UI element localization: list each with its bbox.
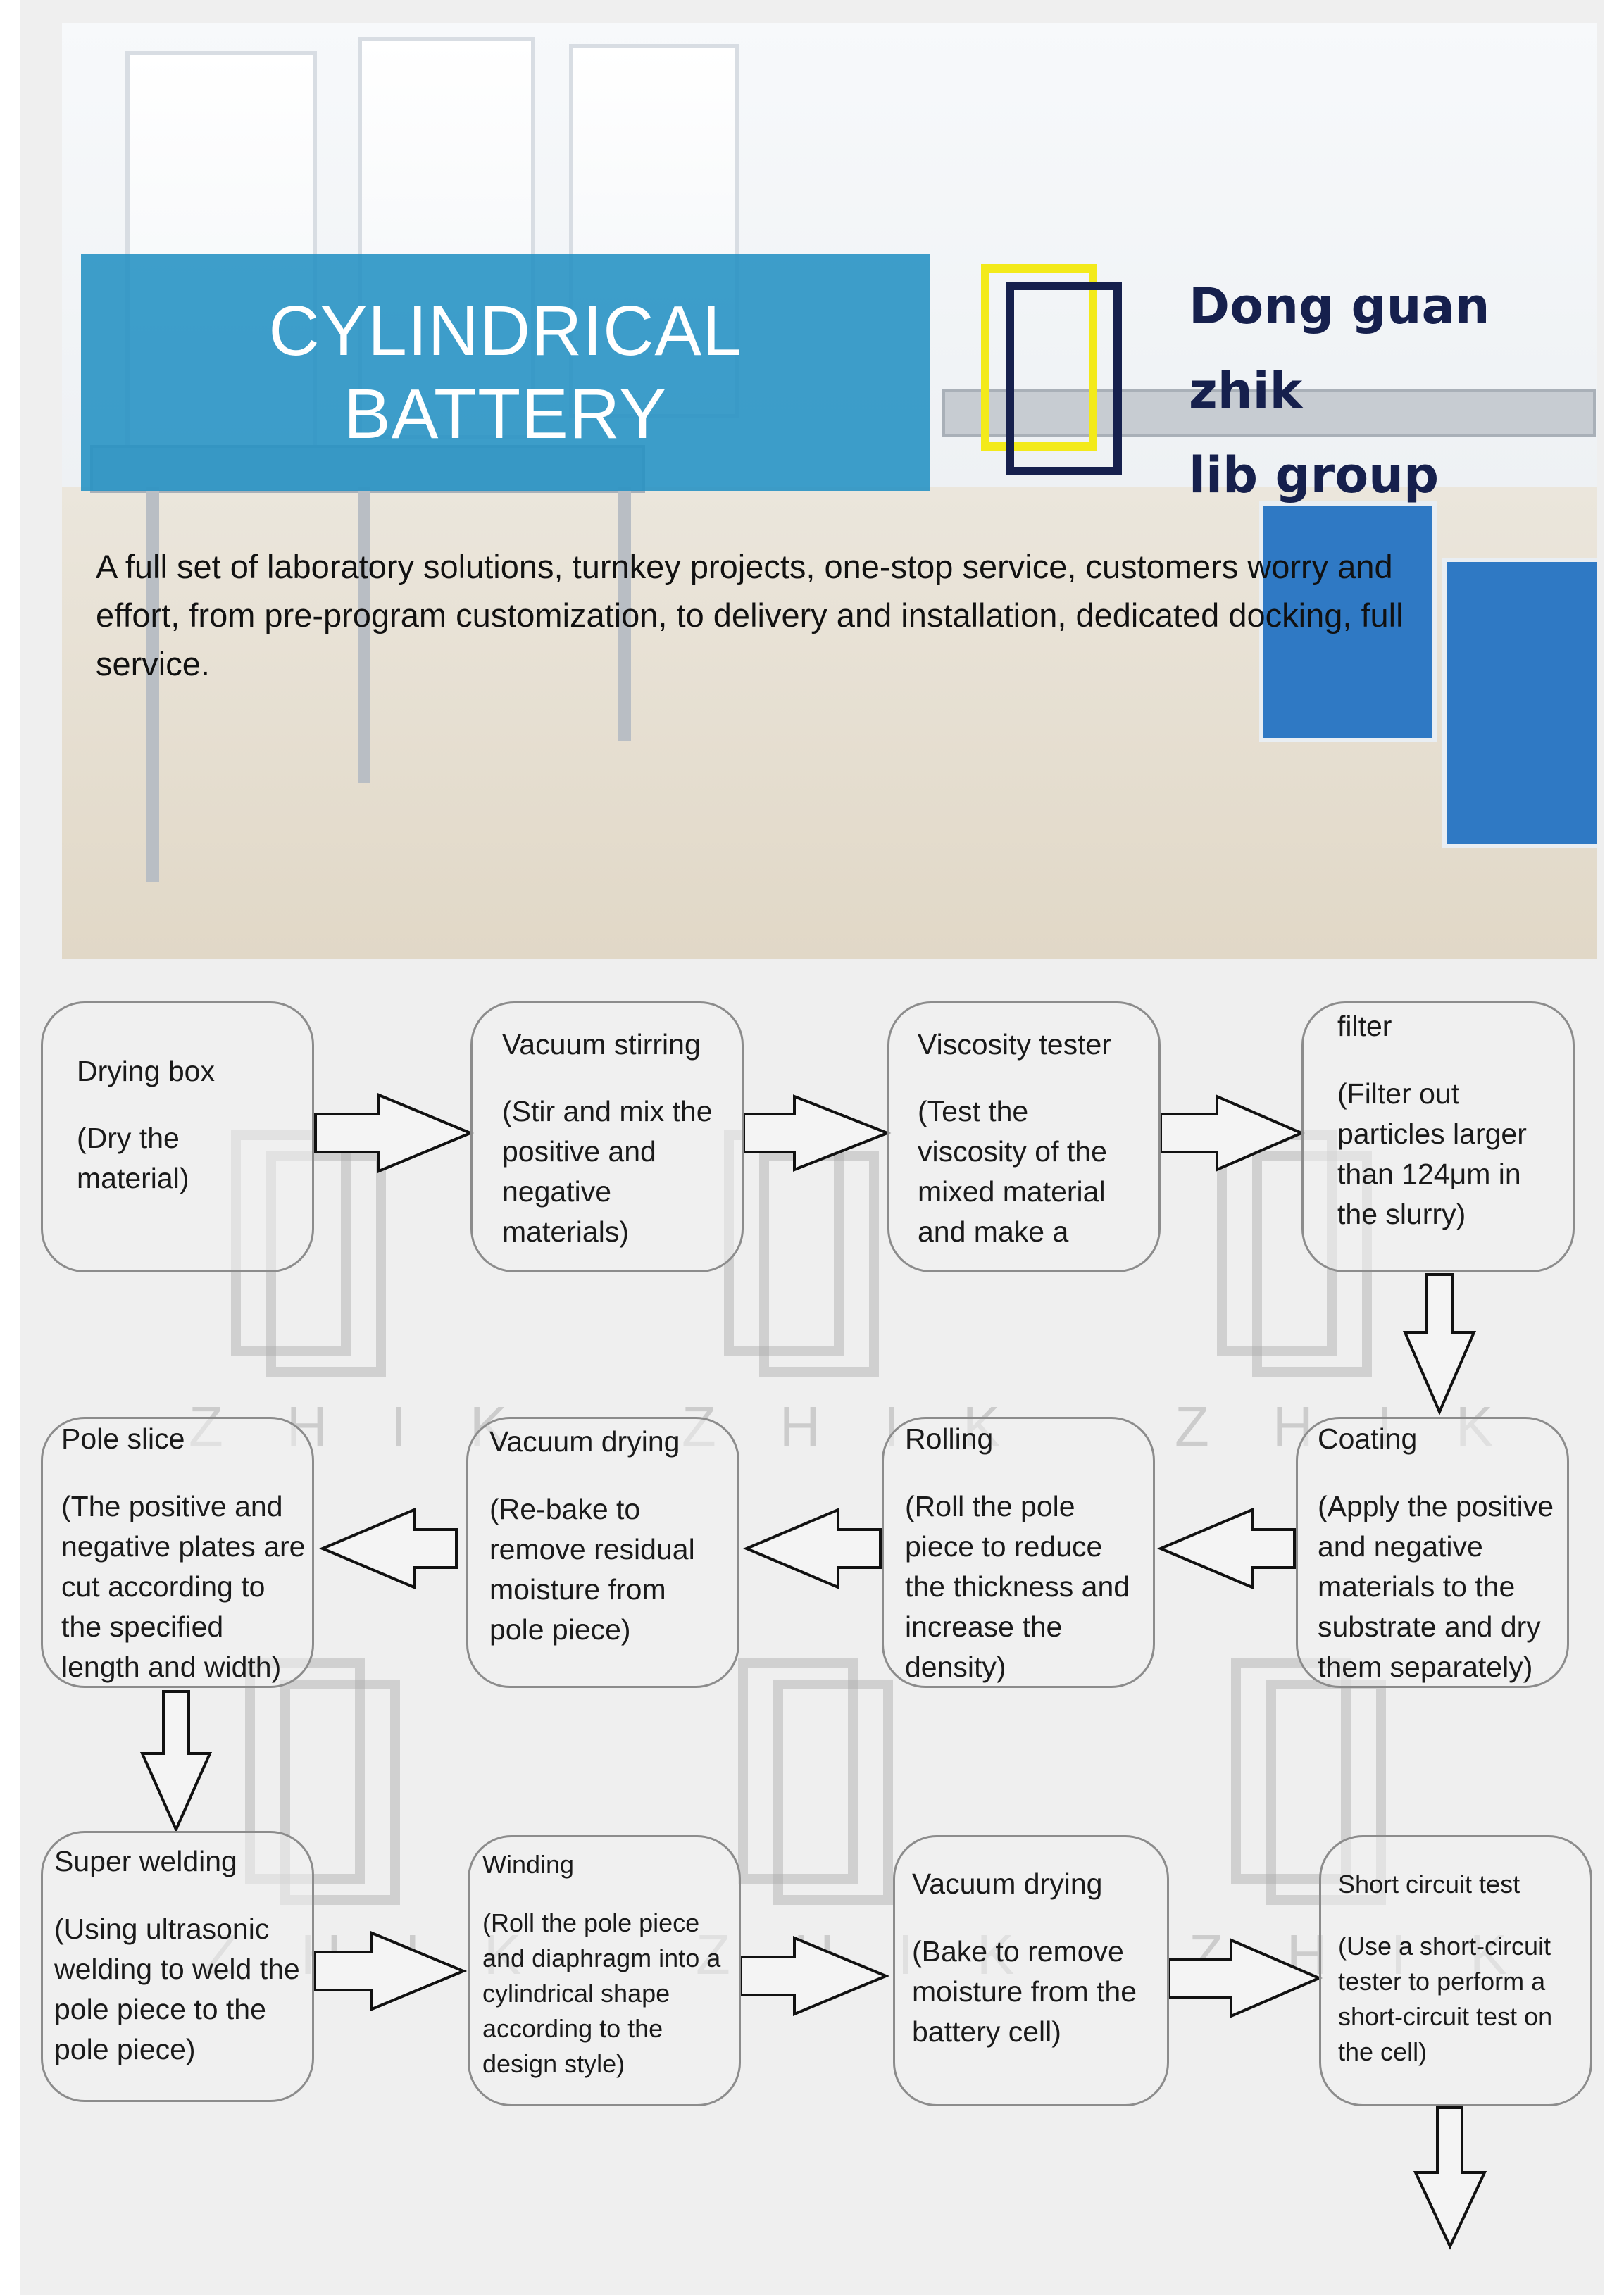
step-super-welding: Super welding (Using ultrasonic welding … bbox=[41, 1831, 314, 2102]
arrow-right bbox=[314, 1093, 475, 1173]
title-line-2: BATTERY bbox=[344, 374, 667, 454]
step-drying-box: Drying box (Dry the material) bbox=[41, 1001, 314, 1272]
step-desc: (Re-bake to remove residual moisture fro… bbox=[489, 1493, 695, 1646]
step-desc: (Using ultrasonic welding to weld the po… bbox=[54, 1913, 300, 2065]
step-title: Super welding bbox=[54, 1845, 237, 1877]
table-leg bbox=[618, 487, 631, 741]
arrow-right bbox=[313, 1931, 468, 2011]
arrow-right bbox=[1168, 1937, 1323, 2019]
step-title: Coating bbox=[1318, 1422, 1418, 1455]
step-short-circuit-test: Short circuit test (Use a short-circuit … bbox=[1319, 1835, 1592, 2106]
step-winding: Winding (Roll the pole piece and diaphra… bbox=[468, 1835, 741, 2106]
lab-bench bbox=[942, 389, 1596, 437]
title-line-1: CYLINDRICAL bbox=[268, 291, 742, 370]
table-leg bbox=[146, 487, 159, 882]
step-desc: (Filter out particles larger than 124μm … bbox=[1337, 1077, 1527, 1230]
step-title: Viscosity tester bbox=[918, 1028, 1111, 1061]
step-rolling: Rolling (Roll the pole piece to reduce t… bbox=[882, 1417, 1155, 1688]
step-title: Vacuum stirring bbox=[502, 1028, 701, 1061]
step-title: Rolling bbox=[905, 1422, 994, 1455]
step-title: Winding bbox=[482, 1850, 575, 1879]
watermark-logo bbox=[738, 1658, 858, 1884]
step-viscosity-tester: Viscosity tester (Test the viscosity of … bbox=[887, 1001, 1161, 1272]
company-line-3: lib group bbox=[1189, 446, 1439, 504]
step-title: Drying box bbox=[77, 1055, 215, 1087]
step-coating: Coating (Apply the positive and negative… bbox=[1296, 1417, 1569, 1688]
step-desc: (Bake to remove moisture from the batter… bbox=[912, 1935, 1137, 2048]
step-title: Short circuit test bbox=[1338, 1870, 1520, 1899]
arrow-down bbox=[139, 1690, 213, 1833]
step-desc: (Test the viscosity of the mixed materia… bbox=[918, 1095, 1107, 1248]
step-desc: (The positive and negative plates are cu… bbox=[61, 1490, 306, 1683]
step-desc: (Roll the pole piece to reduce the thick… bbox=[905, 1490, 1130, 1683]
step-desc: (Stir and mix the positive and negative … bbox=[502, 1095, 713, 1248]
company-line-2: zhik bbox=[1189, 362, 1303, 420]
company-line-1: Dong guan bbox=[1189, 277, 1490, 335]
step-title: filter bbox=[1337, 1010, 1392, 1042]
step-vacuum-stirring: Vacuum stirring (Stir and mix the positi… bbox=[470, 1001, 744, 1272]
arrow-down bbox=[1413, 2106, 1487, 2250]
step-title: Vacuum drying bbox=[489, 1425, 680, 1458]
company-name: Dong guan zhik lib group bbox=[1189, 264, 1555, 518]
step-desc: (Roll the pole piece and diaphragm into … bbox=[482, 1908, 721, 2078]
step-desc: (Dry the material) bbox=[77, 1122, 189, 1194]
arrow-right bbox=[1159, 1094, 1306, 1172]
step-desc: (Apply the positive and negative materia… bbox=[1318, 1490, 1554, 1683]
arrow-left bbox=[318, 1507, 458, 1590]
arrow-left bbox=[742, 1507, 882, 1590]
step-vacuum-drying-pole: Vacuum drying (Re-bake to remove residua… bbox=[466, 1417, 739, 1688]
blue-cabinet bbox=[1259, 501, 1437, 742]
step-title: Vacuum drying bbox=[912, 1868, 1103, 1900]
step-desc: (Use a short-circuit tester to perform a… bbox=[1338, 1932, 1553, 2066]
tagline: A full set of laboratory solutions, turn… bbox=[96, 548, 1404, 682]
arrow-right bbox=[742, 1094, 892, 1172]
table-leg bbox=[358, 487, 370, 783]
arrow-right bbox=[739, 1936, 890, 2016]
flow-arrows bbox=[139, 1093, 1487, 2250]
logo-navy-frame bbox=[1006, 282, 1122, 475]
title-banner: CYLINDRICAL BATTERY bbox=[81, 254, 930, 491]
watermark-logo bbox=[773, 1680, 893, 1905]
step-filter: filter (Filter out particles larger than… bbox=[1301, 1001, 1575, 1272]
arrow-left bbox=[1156, 1507, 1296, 1590]
arrow-down bbox=[1402, 1273, 1477, 1416]
blue-cabinet bbox=[1442, 558, 1597, 848]
hero-photo: CYLINDRICAL BATTERY Dong guan zhik lib g… bbox=[62, 23, 1597, 959]
step-vacuum-drying-cell: Vacuum drying (Bake to remove moisture f… bbox=[893, 1835, 1169, 2106]
page: CYLINDRICAL BATTERY Dong guan zhik lib g… bbox=[20, 0, 1604, 2295]
step-title: Pole slice bbox=[61, 1422, 185, 1455]
step-pole-slice: Pole slice (The positive and negative pl… bbox=[41, 1417, 314, 1688]
